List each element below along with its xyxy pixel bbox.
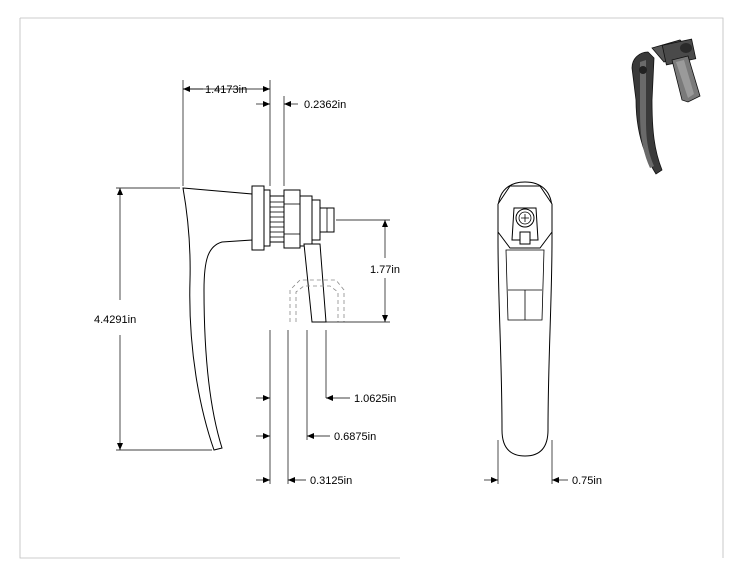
phillips-cross-icon [521, 214, 529, 222]
shaft [299, 195, 313, 247]
hex-nut [251, 185, 265, 251]
dim-label-overall-width: 1.4173in [205, 84, 247, 96]
dim-label-height: 4.4291in [94, 314, 136, 326]
cam-alt-position [289, 279, 345, 322]
dim-label-offset-a: 1.0625in [354, 393, 396, 405]
dim-label-cam-drop: 1.77in [370, 264, 400, 276]
dim-label-offset-c: 0.3125in [310, 475, 352, 487]
panel-nut [283, 189, 301, 249]
nut-face [263, 189, 271, 247]
handle-lever [182, 187, 253, 451]
threaded-barrel [269, 195, 285, 243]
latch-handle-3d-render-icon [631, 38, 701, 175]
cam-pawl [303, 243, 327, 323]
washer [311, 199, 321, 241]
dim-offset-a: 1.0625in [256, 393, 396, 405]
dim-height: 4.4291in [94, 188, 136, 450]
thread-lines [270, 201, 284, 238]
dim-offset-b: 0.6875in [256, 431, 376, 443]
drawing-frame [19, 17, 724, 559]
dim-label-front-width: 0.75in [572, 475, 602, 487]
front-view [497, 181, 553, 457]
dim-label-nut-width: 0.2362in [304, 99, 346, 111]
dim-offset-c: 0.3125in [256, 475, 352, 487]
dim-cam-drop: 1.77in [370, 220, 400, 322]
dim-nut-width: 0.2362in [256, 99, 346, 111]
dim-overall-width: 1.4173in [183, 84, 270, 96]
dim-label-offset-b: 0.6875in [334, 431, 376, 443]
side-view [182, 185, 345, 451]
front-handle-face [505, 249, 545, 321]
extension-lines [116, 80, 390, 484]
dim-front-width: 0.75in [484, 440, 602, 487]
